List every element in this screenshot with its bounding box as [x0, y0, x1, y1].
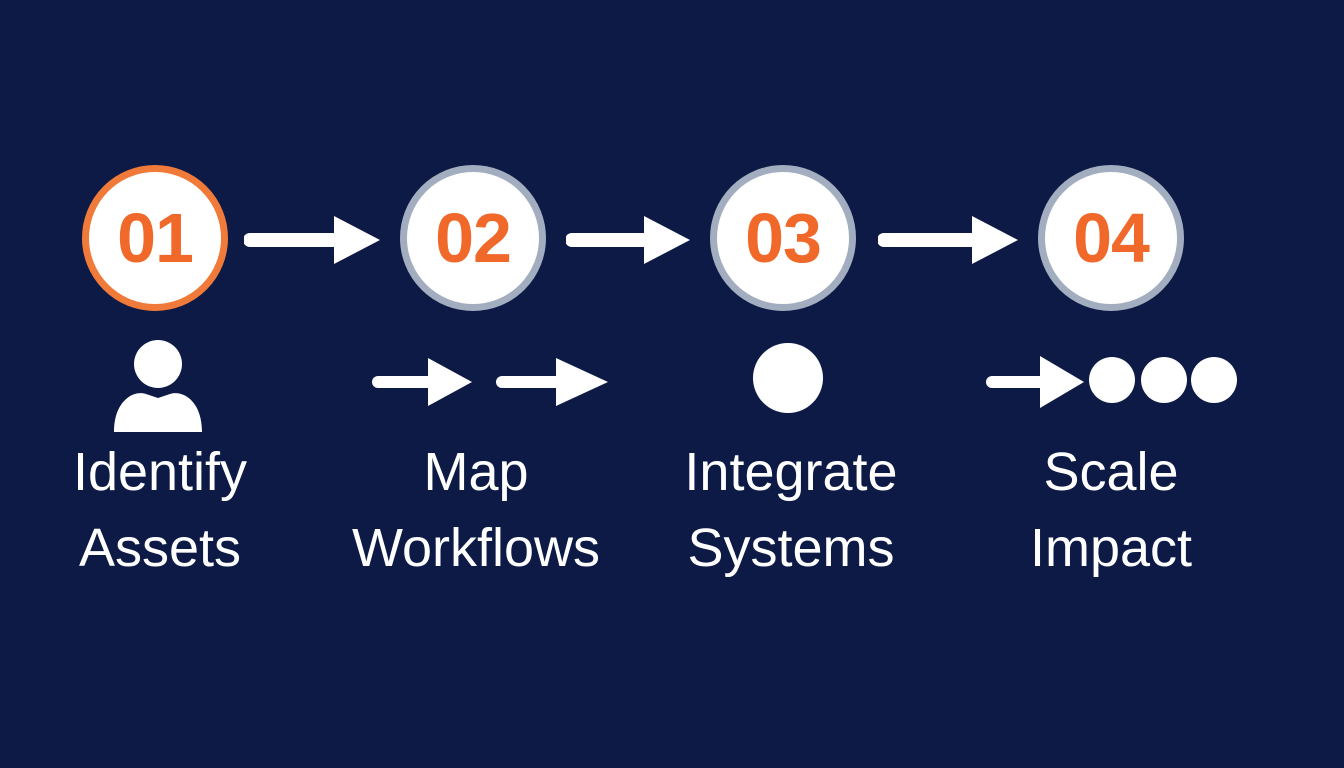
label-line: Map	[423, 442, 529, 502]
step-3-circle: 03	[710, 165, 856, 311]
connector-arrow-icon	[566, 216, 690, 264]
connector-arrow-icon	[244, 216, 380, 264]
step-2-circle: 02	[400, 165, 546, 311]
dot-icon	[753, 343, 823, 413]
label-line: Assets	[78, 518, 242, 578]
person-icon	[114, 340, 202, 432]
connector-arrow-icon	[878, 216, 1018, 264]
step-4-number: 04	[1073, 199, 1150, 277]
step-1-circle: 01	[82, 165, 228, 311]
label-line: Identify	[72, 442, 248, 502]
label-line: Impact	[1029, 518, 1193, 578]
step-1-number: 01	[117, 199, 194, 277]
label-line: Systems	[687, 518, 895, 578]
step-3-number: 03	[745, 199, 822, 277]
step-2-number: 02	[435, 199, 512, 277]
label-line: Scale	[1043, 442, 1179, 502]
double-arrow-icon	[372, 358, 608, 406]
label-line: Workflows	[351, 518, 601, 578]
step-4-circle: 04	[1038, 165, 1184, 311]
arrow-dots-icon	[986, 356, 1237, 408]
label-line: Integrate	[684, 442, 898, 502]
